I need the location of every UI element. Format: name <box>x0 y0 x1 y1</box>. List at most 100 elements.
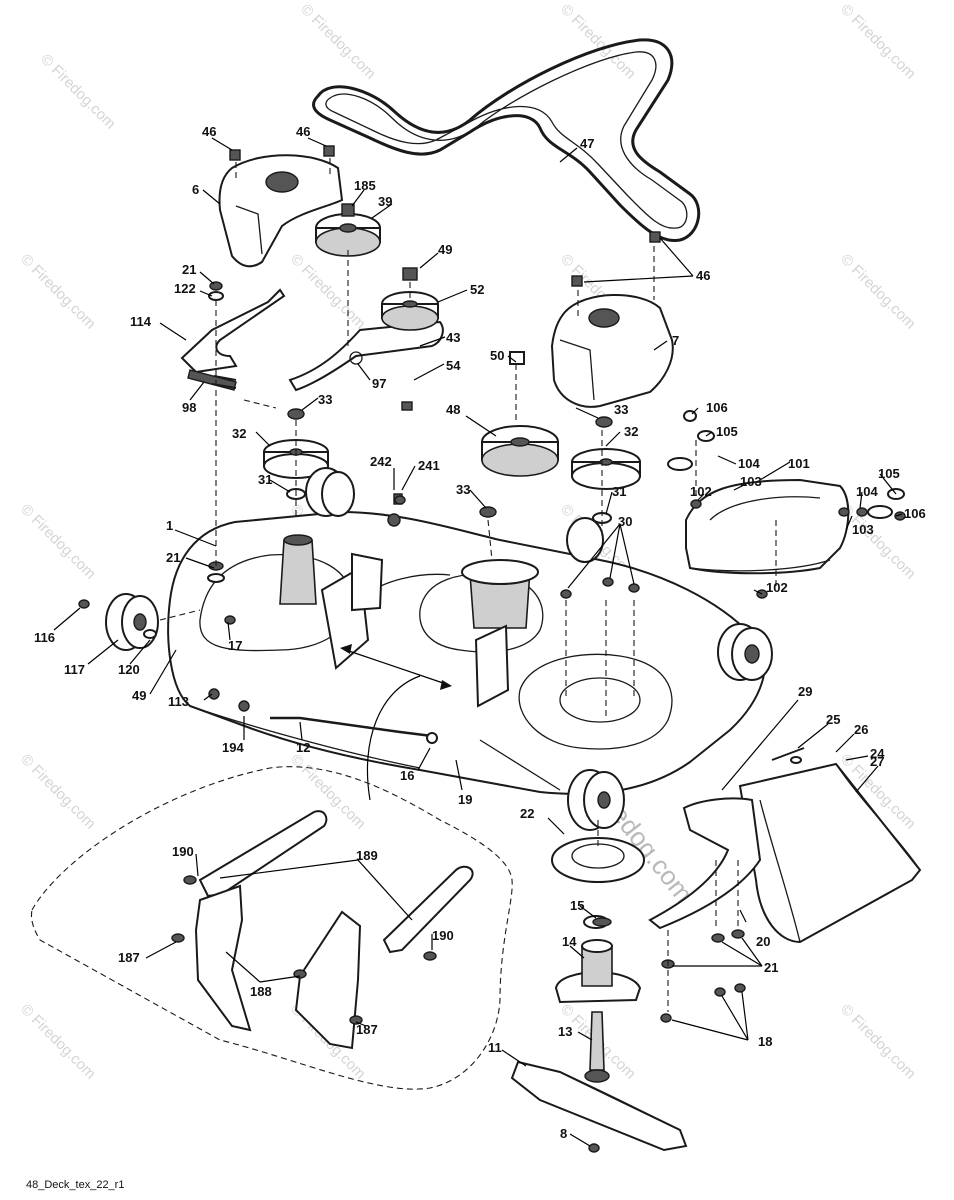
callout-label: 187 <box>118 950 140 965</box>
callout-label: 32 <box>624 424 638 439</box>
pulley-52 <box>381 267 439 331</box>
gauge-wheel-rear-left <box>305 467 355 517</box>
callout-label: 117 <box>64 662 85 677</box>
callout-label: 43 <box>446 330 460 345</box>
callout-label: 187 <box>356 1022 378 1037</box>
callout-label: 31 <box>612 484 626 499</box>
callout-label: 46 <box>202 124 216 139</box>
idler-arm <box>288 320 444 392</box>
lift-arm-189-left <box>198 810 328 898</box>
callout-label: 20 <box>756 934 770 949</box>
callout-label: 13 <box>558 1024 572 1039</box>
callout-label: 190 <box>432 928 454 943</box>
callout-label: 26 <box>854 722 868 737</box>
mulch-cover <box>685 478 850 575</box>
callout-label: 25 <box>826 712 840 727</box>
callout-label: 116 <box>34 630 55 645</box>
callout-label: 18 <box>758 1034 772 1049</box>
pulley-39 <box>315 203 381 257</box>
callout-label: 7 <box>672 333 679 348</box>
pulley-32-left <box>263 439 329 479</box>
callout-label: 103 <box>740 474 762 489</box>
callout-label: 241 <box>418 458 440 473</box>
callout-label: 6 <box>192 182 199 197</box>
callout-label: 105 <box>878 466 900 481</box>
callout-label: 102 <box>766 580 788 595</box>
direction-arrow <box>340 644 452 801</box>
hardware <box>78 145 906 1153</box>
watermark: © Firedog.com <box>17 501 99 583</box>
callout-label: 46 <box>296 124 310 139</box>
mower-deck <box>167 510 766 795</box>
callout-label: 17 <box>228 638 242 653</box>
callout-label: 97 <box>372 376 386 391</box>
callout-label: 54 <box>446 358 461 373</box>
gauge-wheel-front <box>567 769 625 831</box>
callout-label: 104 <box>738 456 760 471</box>
callout-label: 47 <box>580 136 594 151</box>
callout-label: 52 <box>470 282 484 297</box>
watermark: © Firedog.com <box>837 1 919 83</box>
watermark: © Firedog.com <box>37 51 119 133</box>
drive-belt <box>312 38 701 243</box>
pulley-cover-left <box>218 154 344 268</box>
callout-label: 14 <box>562 934 577 949</box>
watermark: © Firedog.com <box>17 251 99 333</box>
callout-label: 122 <box>174 281 196 296</box>
callout-label: 46 <box>696 268 710 283</box>
callout-label: 49 <box>132 688 146 703</box>
callout-label: 188 <box>250 984 272 999</box>
callout-label: 33 <box>318 392 332 407</box>
callout-label: 31 <box>258 472 272 487</box>
callout-label: 32 <box>232 426 246 441</box>
callout-label: 185 <box>354 178 376 193</box>
callout-label: 48 <box>446 402 460 417</box>
inset-boundary <box>30 766 513 1090</box>
watermark: © Firedog.com <box>17 751 99 833</box>
spindle-assembly <box>551 837 645 1083</box>
gauge-wheel-117 <box>105 593 159 651</box>
callout-label: 106 <box>904 506 926 521</box>
pulley-32-right <box>571 448 641 490</box>
callout-label: 39 <box>378 194 392 209</box>
callout-labels: 46 46 47 6 185 39 49 52 46 43 21 122 114… <box>34 124 926 1141</box>
bracket-114 <box>180 288 286 391</box>
watermark: © Firedog.com <box>297 1 379 83</box>
callout-label: 105 <box>716 424 738 439</box>
gauge-wheel-rear-right <box>566 517 604 563</box>
discharge-chute <box>738 762 922 944</box>
callout-label: 30 <box>618 514 632 529</box>
pulley-cover-right <box>550 293 674 408</box>
hanger-bracket-right <box>294 910 362 1050</box>
callout-label: 19 <box>458 792 472 807</box>
callout-label: 21 <box>182 262 196 277</box>
assembly-lines <box>159 158 777 1012</box>
drawing-code: 48_Deck_tex_22_r1 <box>26 1179 124 1191</box>
callout-label: 29 <box>798 684 812 699</box>
callout-label: 11 <box>488 1040 502 1055</box>
leader-lines <box>53 137 903 1147</box>
deflector-20 <box>648 797 762 930</box>
callout-label: 49 <box>438 242 452 257</box>
gauge-wheel-right <box>717 623 773 681</box>
watermark: © Firedog.com <box>837 1001 919 1083</box>
callout-label: 120 <box>118 662 140 677</box>
callout-label: 1 <box>166 518 173 533</box>
callout-label: 24 <box>870 746 885 761</box>
mower-blade <box>510 1060 688 1152</box>
callout-label: 102 <box>690 484 712 499</box>
callout-label: 189 <box>356 848 378 863</box>
callout-label: 33 <box>614 402 628 417</box>
callout-label: 8 <box>560 1126 567 1141</box>
callout-label: 103 <box>852 522 874 537</box>
callout-label: 15 <box>570 898 584 913</box>
callout-label: 190 <box>172 844 194 859</box>
callout-label: 104 <box>856 484 878 499</box>
callout-label: 114 <box>130 314 152 329</box>
callout-label: 12 <box>296 740 310 755</box>
watermark: © Firedog.com <box>837 251 919 333</box>
callout-label: 21 <box>764 960 778 975</box>
callout-label: 101 <box>788 456 810 471</box>
callout-label: 106 <box>706 400 728 415</box>
